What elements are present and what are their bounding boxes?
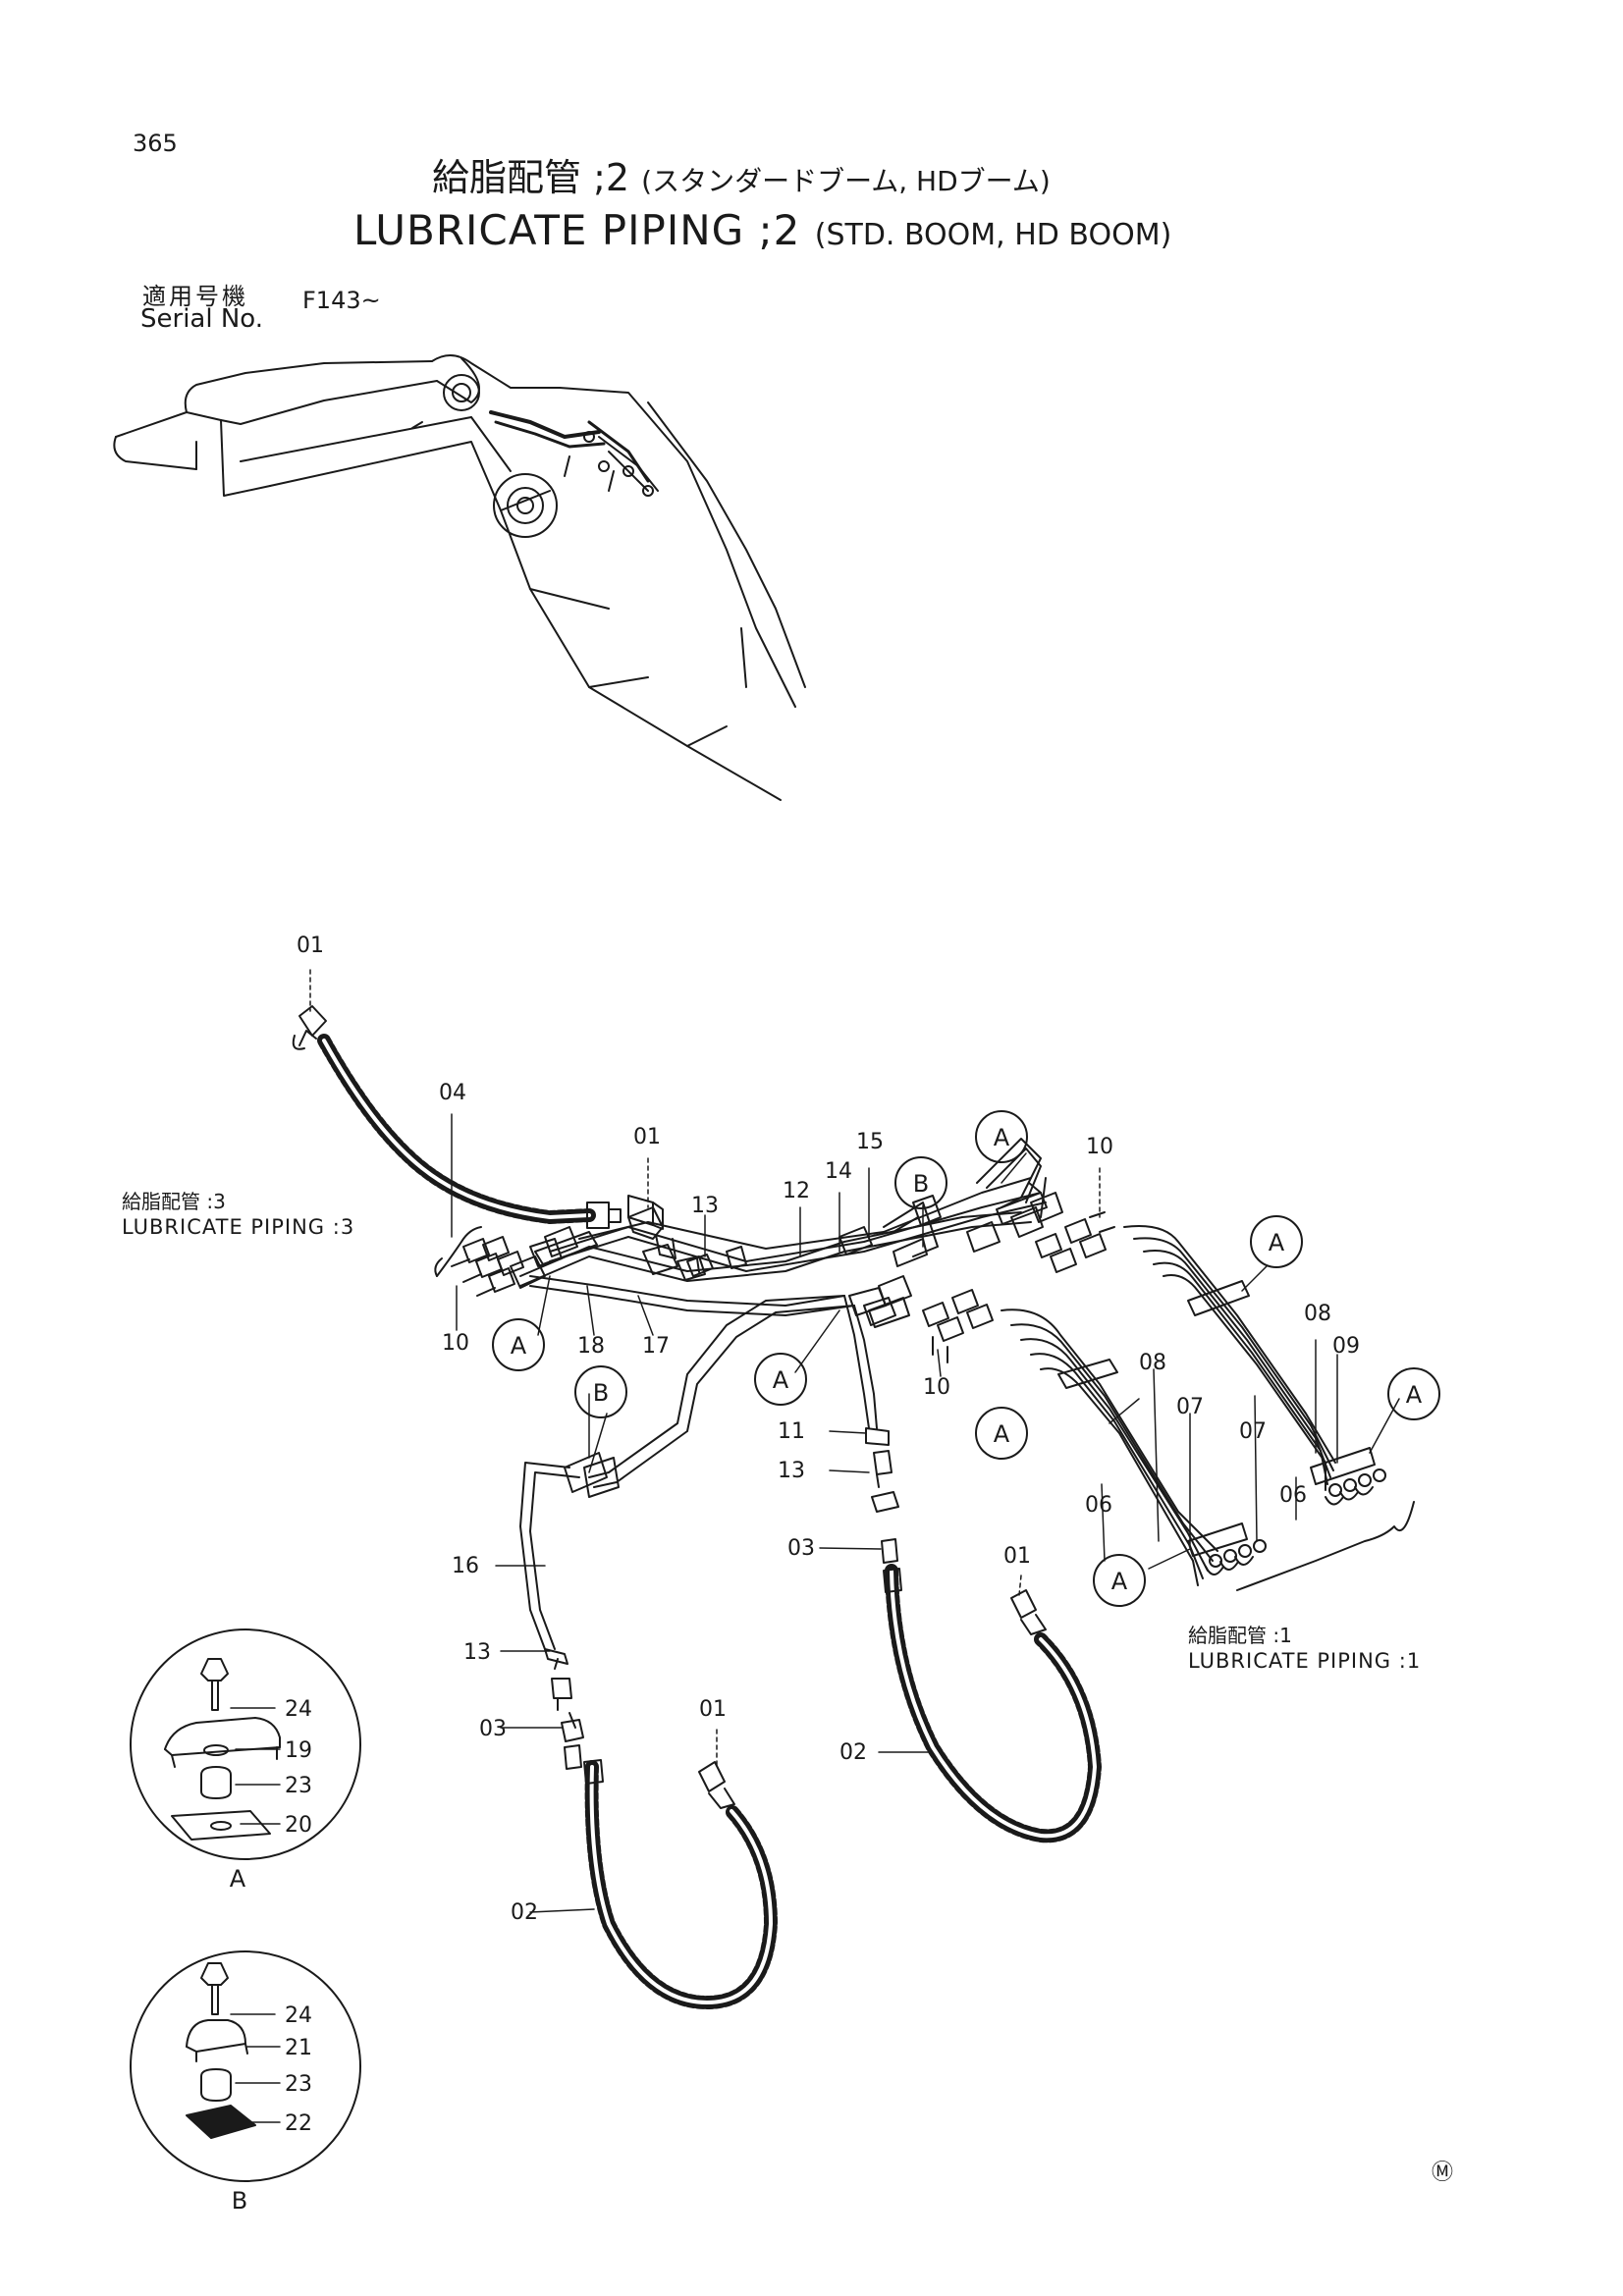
- detail-b-circle: [130, 1950, 361, 2182]
- callout-01: 01: [1003, 1544, 1031, 1569]
- marker-a-top-text: A: [994, 1124, 1010, 1151]
- reference-piping-3-english: LUBRICATE PIPING :3: [122, 1215, 355, 1239]
- hose-bundle-right: [1123, 1225, 1386, 1506]
- title-japanese-main: 給脂配管 ;2: [432, 156, 630, 199]
- manufacturer-mark: Ⓜ: [1432, 2161, 1454, 2185]
- callout-10: 10: [442, 1331, 469, 1356]
- marker-b-left: [574, 1365, 627, 1418]
- callout-20: 20: [285, 1813, 312, 1838]
- callout-24: 24: [285, 2003, 312, 2028]
- hose-02-center-assembly: [883, 1564, 1102, 1843]
- callout-10: 10: [923, 1375, 950, 1400]
- marker-b-left-text: B: [593, 1379, 609, 1407]
- reference-piping-1-english: LUBRICATE PIPING :1: [1188, 1649, 1422, 1673]
- callout-09: 09: [1332, 1334, 1360, 1359]
- marker-a-bottom: [1093, 1554, 1146, 1607]
- branch-11-13-03-center: [865, 1427, 899, 1564]
- callout-16: 16: [452, 1554, 479, 1578]
- callout-13: 13: [778, 1459, 805, 1483]
- detail-a-label: A: [230, 1865, 246, 1893]
- callout-13: 13: [691, 1194, 719, 1218]
- callout-08: 08: [1139, 1351, 1166, 1375]
- fitting-01-top-center: [627, 1206, 676, 1259]
- marker-a-bundle-right: [1387, 1367, 1440, 1420]
- callout-07: 07: [1239, 1419, 1267, 1444]
- title-english: LUBRICATE PIPING ;2 (STD. BOOM, HD BOOM): [353, 206, 1171, 254]
- marker-a-right-top-text: A: [1269, 1229, 1285, 1256]
- hose-04-assembly: [292, 1005, 664, 1230]
- callout-24: 24: [285, 1697, 312, 1722]
- leader-lines: [230, 969, 1400, 2123]
- marker-a-bundle-left: [975, 1407, 1028, 1460]
- callout-06: 06: [1085, 1493, 1112, 1518]
- brace-piping-3: [434, 1226, 482, 1277]
- page-number: 365: [133, 130, 178, 157]
- callout-18: 18: [577, 1334, 605, 1359]
- callout-01: 01: [699, 1697, 727, 1722]
- callout-19: 19: [285, 1738, 312, 1763]
- callout-07: 07: [1176, 1395, 1204, 1419]
- main-run-fittings: [510, 1192, 1063, 1493]
- branch-16-13-03-left: [544, 1648, 584, 1770]
- callout-17: 17: [642, 1334, 670, 1359]
- callout-13: 13: [463, 1640, 491, 1665]
- main-piping-run: [519, 1138, 1047, 1650]
- callout-06: 06: [1279, 1483, 1307, 1508]
- callout-14: 14: [825, 1159, 852, 1184]
- detail-a-circle: [130, 1629, 361, 1860]
- callout-22: 22: [285, 2111, 312, 2136]
- serial-label-japanese: 適用号機: [142, 283, 248, 310]
- callout-12: 12: [783, 1179, 810, 1203]
- callout-21: 21: [285, 2036, 312, 2060]
- marker-b-center-text: B: [913, 1170, 929, 1198]
- callout-08: 08: [1304, 1302, 1331, 1326]
- marker-a-bottom-text: A: [1111, 1568, 1128, 1595]
- callout-11: 11: [778, 1419, 805, 1444]
- callout-23: 23: [285, 2072, 312, 2097]
- title-english-variant: (STD. BOOM, HD BOOM): [814, 218, 1172, 252]
- detail-marker-letters: A B A A A B A A A A B: [230, 1124, 1423, 2215]
- title-japanese-variant: (スタンダードブーム, HDブーム): [641, 165, 1051, 197]
- title-english-main: LUBRICATE PIPING ;2: [353, 206, 801, 254]
- callout-23: 23: [285, 1774, 312, 1798]
- fitting-13-top-center: [686, 1254, 714, 1277]
- serial-value: F143~: [302, 287, 381, 314]
- part-callouts: 01 04 01 13 12 14 15 10 10 18 17 10 11 1…: [285, 934, 1360, 2136]
- title-japanese: 給脂配管 ;2 (スタンダードブーム, HDブーム): [432, 147, 1051, 201]
- callout-02: 02: [839, 1740, 867, 1765]
- marker-b-center: [894, 1156, 947, 1209]
- callout-01: 01: [297, 934, 324, 958]
- grease-fitting-group-10-left: [451, 1236, 524, 1297]
- callout-02: 02: [511, 1900, 538, 1925]
- boom-overview-illustration: [113, 354, 806, 801]
- marker-a-right-top: [1250, 1215, 1303, 1268]
- marker-a-left-text: A: [511, 1332, 527, 1360]
- marker-a-bundle-right-text: A: [1406, 1381, 1423, 1409]
- marker-a-center-text: A: [773, 1366, 789, 1394]
- serial-label-english: Serial No.: [140, 304, 263, 334]
- hose-02-left-assembly: [583, 1759, 778, 2009]
- marker-a-center: [754, 1353, 807, 1406]
- callout-01: 01: [633, 1125, 661, 1149]
- reference-piping-3-japanese: 給脂配管 :3: [122, 1190, 226, 1213]
- brace-piping-1: [1236, 1501, 1415, 1591]
- callout-04: 04: [439, 1081, 466, 1105]
- detail-marker-circles: [492, 1110, 1440, 1607]
- clamp-blocks-main-run: [534, 1192, 1048, 1498]
- hose-bundle-center: [1001, 1308, 1267, 1586]
- callout-10: 10: [1086, 1135, 1113, 1159]
- callout-03: 03: [787, 1536, 815, 1561]
- reference-piping-1-japanese: 給脂配管 :1: [1188, 1624, 1292, 1647]
- grease-fitting-group-10-center: [922, 1289, 994, 1363]
- marker-a-top: [975, 1110, 1028, 1163]
- grease-fitting-group-10-right: [1035, 1211, 1115, 1273]
- marker-a-bundle-left-text: A: [994, 1420, 1010, 1448]
- callout-15: 15: [856, 1130, 884, 1154]
- detail-b-label: B: [232, 2187, 247, 2215]
- callout-03: 03: [479, 1717, 507, 1741]
- marker-a-left: [492, 1318, 545, 1371]
